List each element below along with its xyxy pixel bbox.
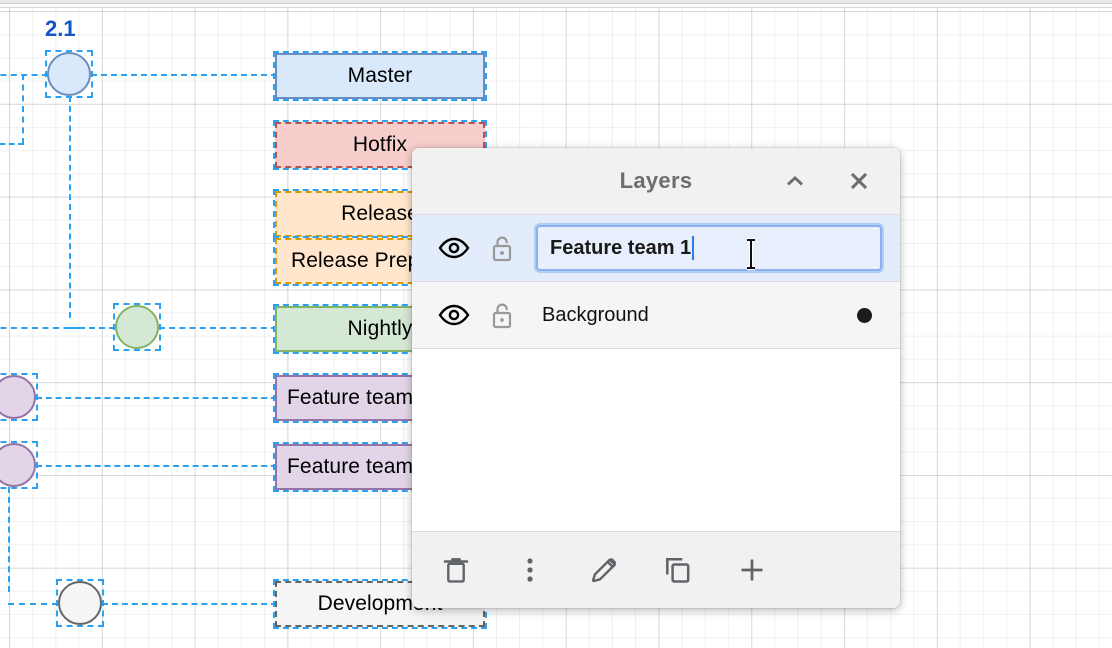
edge-trunk-to-nightly[interactable] xyxy=(69,327,115,329)
edge-feature2-to-dev-vert[interactable] xyxy=(8,487,10,592)
node-label: Hotfix xyxy=(352,133,408,156)
edge-master-left-bottom[interactable] xyxy=(0,143,24,145)
close-icon[interactable] xyxy=(842,164,876,198)
node-circle-feature2[interactable] xyxy=(0,443,36,487)
node-label: Feature team 2 xyxy=(287,455,431,478)
edge-nightly-left-stub[interactable] xyxy=(0,327,80,329)
text-caret xyxy=(692,236,695,260)
more-vert-icon[interactable] xyxy=(510,550,550,590)
pencil-icon[interactable] xyxy=(584,550,624,590)
edge-master[interactable] xyxy=(91,74,277,76)
version-label: 2.1 xyxy=(45,16,76,41)
active-layer-dot[interactable] xyxy=(857,307,872,323)
node-circle-master[interactable] xyxy=(47,52,91,96)
unlock-icon[interactable] xyxy=(480,233,524,263)
node-circle-development[interactable] xyxy=(58,581,102,625)
edge-dev-right[interactable] xyxy=(102,603,277,605)
edge-feature2[interactable] xyxy=(36,465,277,467)
dialog-footer-toolbar xyxy=(412,531,900,608)
node-label: Release xyxy=(341,202,419,225)
layer-row[interactable]: Background xyxy=(412,282,900,349)
eye-icon[interactable] xyxy=(434,236,474,260)
dialog-title: Layers xyxy=(619,168,693,193)
node-box-master[interactable]: Master xyxy=(275,53,485,99)
layer-row[interactable]: Feature team 1 xyxy=(412,215,900,282)
node-label: Nightly xyxy=(347,317,413,340)
edge-trunk-vertical[interactable] xyxy=(69,96,71,318)
edge-nightly-right[interactable] xyxy=(159,327,277,329)
edge-master-left-stub[interactable] xyxy=(0,74,48,76)
layers-dialog[interactable]: Layers xyxy=(412,148,900,608)
eye-icon[interactable] xyxy=(434,303,474,327)
copy-icon[interactable] xyxy=(658,550,698,590)
plus-icon[interactable] xyxy=(732,550,772,590)
chevron-up-icon[interactable] xyxy=(778,164,812,198)
node-label: Development xyxy=(317,592,443,615)
node-circle-nightly[interactable] xyxy=(115,305,159,349)
edge-feature1[interactable] xyxy=(36,397,277,399)
node-circle-feature1[interactable] xyxy=(0,375,36,419)
layer-name-value: Feature team 1 xyxy=(550,236,692,259)
layer-list[interactable]: Feature team 1 xyxy=(412,215,900,531)
layer-name-label: Background xyxy=(542,303,649,326)
node-label: Feature team 1 xyxy=(287,386,431,409)
node-label: Master xyxy=(347,64,413,87)
layer-name-input[interactable]: Feature team 1 xyxy=(536,225,882,271)
edge-dev-left[interactable] xyxy=(8,603,58,605)
dialog-header: Layers xyxy=(412,148,900,215)
trash-icon[interactable] xyxy=(436,550,476,590)
node-label: Release Prep xyxy=(291,249,420,272)
unlock-icon[interactable] xyxy=(480,300,524,330)
toolbar-divider xyxy=(0,0,1112,8)
edge-master-left-vert[interactable] xyxy=(22,74,24,144)
